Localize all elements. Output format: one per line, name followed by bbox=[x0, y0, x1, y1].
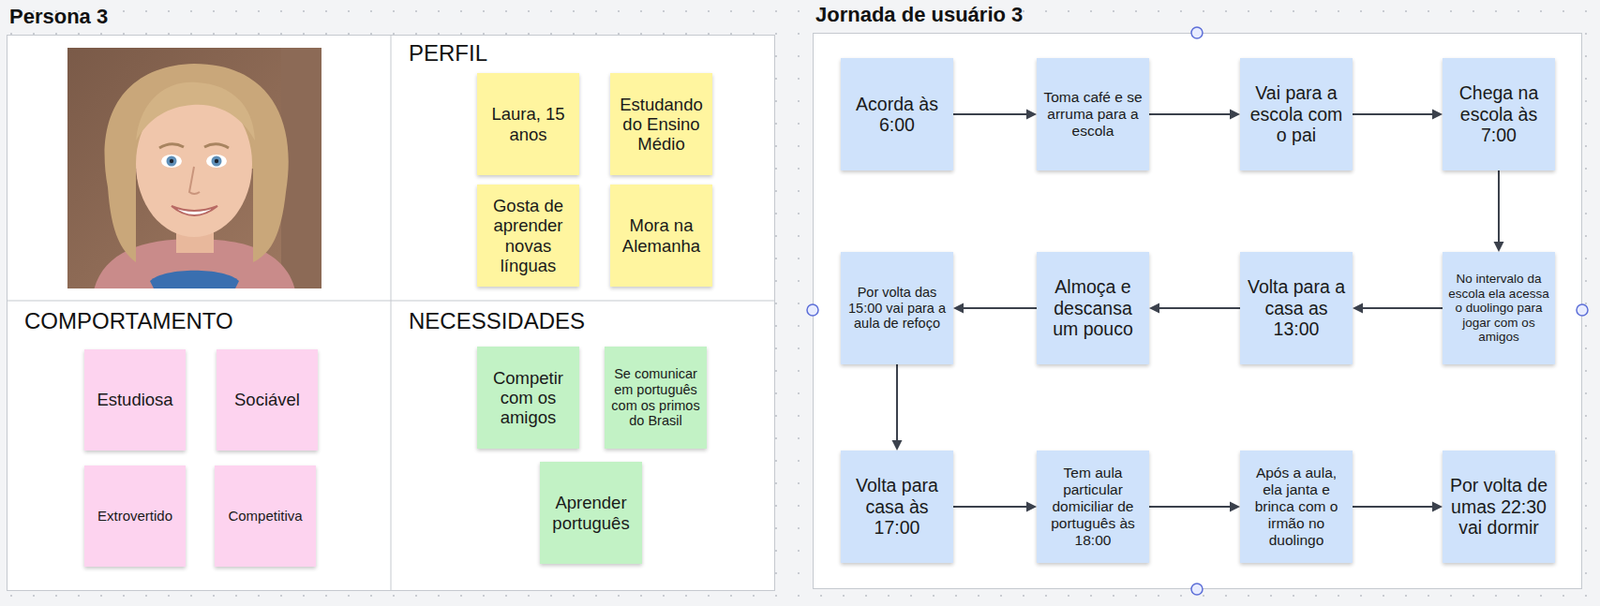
sticky-note: Almoça e descansa um pouco bbox=[1036, 252, 1150, 365]
connector-line bbox=[1352, 113, 1434, 116]
sticky-note: Vai para a escola com o pai bbox=[1240, 58, 1353, 171]
section-heading: COMPORTAMENTO bbox=[24, 308, 234, 335]
connector-line bbox=[1352, 506, 1434, 509]
note-text: Acorda às 6:00 bbox=[845, 93, 949, 136]
flow-arrow bbox=[1352, 303, 1443, 315]
section-region: PERFIL Laura, 15 anos Estudando do Ensino … bbox=[391, 35, 777, 302]
note-text: Estudiosa bbox=[96, 389, 173, 410]
flow-arrow bbox=[1149, 109, 1241, 120]
note-text: Estudando do Ensino Médio bbox=[614, 94, 708, 155]
sticky-note: Gosta de aprender novas línguas bbox=[477, 184, 580, 287]
sticky-note: Mora na Alemanha bbox=[610, 184, 713, 287]
sticky-note: Estudiosa bbox=[84, 349, 186, 451]
note-text: Laura, 15 anos bbox=[481, 104, 575, 145]
note-text: Gosta de aprender novas línguas bbox=[481, 195, 575, 276]
panel-frame: Persona 3PERFILLaura, 15 anosEstudando d… bbox=[6, 34, 776, 592]
note-text: Almoça e descansa um pouco bbox=[1041, 276, 1145, 340]
section-heading: PERFIL bbox=[408, 40, 488, 67]
arrow-head bbox=[1026, 502, 1037, 513]
sticky-note: Chega na escola às 7:00 bbox=[1442, 58, 1556, 171]
arrow-head bbox=[1229, 109, 1241, 120]
arrow-head bbox=[1432, 109, 1443, 120]
panel-title: Persona 3 bbox=[9, 4, 108, 30]
flow-arrow bbox=[1494, 170, 1505, 253]
arrow-head bbox=[1352, 303, 1363, 315]
note-text: Volta para a casa as 13:00 bbox=[1244, 276, 1348, 340]
panel-frame: Jornada de usuário 3Acorda às 6:00Toma c… bbox=[812, 32, 1583, 590]
note-text: No intervalo da escola ela acessa o duol… bbox=[1447, 271, 1551, 345]
flow-arrow bbox=[953, 303, 1037, 315]
sticky-note: Volta para casa às 17:00 bbox=[840, 450, 954, 564]
note-text: Toma café e se arruma para a escola bbox=[1041, 89, 1145, 139]
connector-line bbox=[1149, 113, 1231, 116]
note-text: Tem aula particular domiciliar de portug… bbox=[1041, 464, 1145, 549]
connector-line bbox=[953, 113, 1028, 116]
note-text: Chega na escola às 7:00 bbox=[1447, 82, 1551, 146]
note-text: Extrovertido bbox=[97, 508, 173, 524]
note-text: Se comunicar em português com os primos … bbox=[609, 366, 703, 430]
sticky-note: Volta para a casa as 13:00 bbox=[1240, 252, 1353, 365]
note-text: Após a aula, ela janta e brinca com o ir… bbox=[1244, 464, 1348, 549]
note-text: Competitiva bbox=[227, 508, 302, 524]
sticky-note: Competir com os amigos bbox=[477, 346, 580, 449]
sticky-note: Toma café e se arruma para a escola bbox=[1036, 58, 1150, 171]
arrow-head bbox=[1432, 502, 1443, 513]
arrow-head bbox=[892, 440, 903, 451]
sticky-note: Acorda às 6:00 bbox=[840, 58, 954, 171]
sticky-note: Aprender português bbox=[539, 462, 643, 565]
sticky-note: Estudando do Ensino Médio bbox=[610, 73, 713, 176]
sticky-note: Sociável bbox=[216, 349, 318, 451]
note-text: Volta para casa às 17:00 bbox=[845, 475, 949, 539]
sticky-note: Se comunicar em português com os primos … bbox=[604, 346, 707, 449]
arrow-head bbox=[1149, 303, 1160, 315]
arrow-head bbox=[953, 303, 964, 315]
sticky-note: Por volta de umas 22:30 vai dormir bbox=[1442, 450, 1556, 564]
sticky-note: Após a aula, ela janta e brinca com o ir… bbox=[1240, 450, 1353, 564]
section-region: COMPORTAMENTO Estudiosa SociávelExtroverti… bbox=[7, 301, 392, 593]
sticky-note: No intervalo da escola ela acessa o duol… bbox=[1442, 252, 1556, 365]
flow-arrow bbox=[1149, 502, 1241, 513]
note-text: Por volta de umas 22:30 vai dormir bbox=[1447, 475, 1551, 539]
note-text: Mora na Alemanha bbox=[614, 215, 708, 256]
flow-arrow bbox=[1352, 109, 1443, 120]
connector-line bbox=[953, 506, 1028, 509]
arrow-head bbox=[1026, 109, 1037, 120]
flow-arrow bbox=[953, 109, 1037, 120]
connector-line bbox=[1158, 307, 1241, 310]
arrow-head bbox=[1494, 241, 1505, 253]
sticky-note: Laura, 15 anos bbox=[477, 73, 580, 176]
note-text: Aprender português bbox=[544, 493, 638, 534]
flow-arrow bbox=[1352, 502, 1443, 513]
connector-line bbox=[1361, 307, 1443, 310]
arrow-head bbox=[1229, 502, 1241, 513]
note-text: Sociável bbox=[234, 389, 300, 410]
sticky-note: Extrovertido bbox=[84, 465, 186, 568]
sticky-note: Competitiva bbox=[214, 465, 316, 568]
note-text: Por volta das 15:00 vai para a aula de r… bbox=[845, 284, 949, 332]
panel-title: Jornada de usuário 3 bbox=[815, 2, 1023, 28]
flow-arrow bbox=[1149, 303, 1241, 315]
selection-handles bbox=[807, 27, 1588, 596]
note-text: Vai para a escola com o pai bbox=[1244, 82, 1348, 146]
flow-arrow bbox=[953, 502, 1037, 513]
sticky-note: Tem aula particular domiciliar de portug… bbox=[1036, 450, 1150, 564]
section-heading: NECESSIDADES bbox=[408, 308, 585, 335]
flow-arrow bbox=[892, 364, 903, 451]
section-region: NECESSIDADES Competir com os amigos Se com… bbox=[391, 301, 777, 593]
connector-line bbox=[1149, 506, 1231, 509]
connector-line bbox=[896, 364, 898, 442]
connector-line bbox=[962, 307, 1037, 310]
connector-line bbox=[1497, 170, 1500, 243]
sticky-note: Por volta das 15:00 vai para a aula de r… bbox=[840, 252, 954, 365]
note-text: Competir com os amigos bbox=[481, 368, 575, 429]
